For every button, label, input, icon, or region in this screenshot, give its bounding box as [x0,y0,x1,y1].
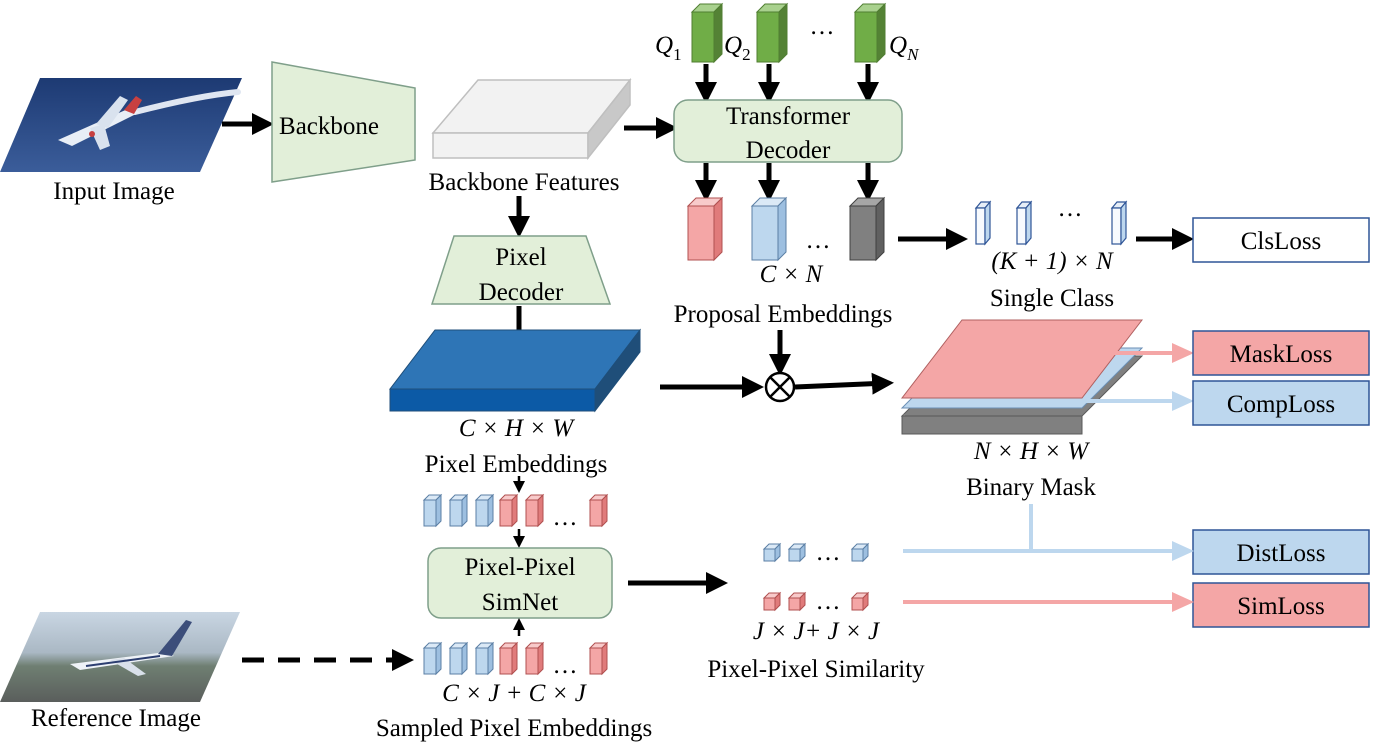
input-image-label: Input Image [53,178,174,205]
jet-silhouette [58,96,142,150]
similarity-blue-row [762,542,870,563]
proposal-pink-cuboid [686,196,724,262]
clsloss-label: ClsLoss [1241,228,1322,255]
transformer-label-line1: Transformer [726,103,851,130]
sampled-cuboid-2 [448,641,469,676]
backbone-block [271,61,416,183]
pixel-cuboid-4 [498,493,519,528]
query-n-cuboid [853,2,887,64]
class-cuboid-2 [1015,200,1033,246]
binary-mask-stack [900,319,1144,435]
distloss-box [1192,529,1370,575]
clsloss-box [1192,217,1370,263]
sim-pink-cuboid-2 [787,591,807,612]
pixel-decoder-label-line2: Decoder [479,279,564,306]
class-cuboid-1 [974,200,992,246]
query-2-label: Q2 [724,32,751,64]
sampled-cuboid-4 [498,641,519,676]
pixel-decoder-block [430,235,612,305]
pixel-dims: C × H × W [459,415,575,442]
similarity-pink-row [762,591,870,612]
query-1-cuboid [690,2,724,64]
sim-blue-cuboid-2 [787,542,807,563]
sampled-ellipsis: … [553,652,578,679]
simnet-label-line2: SimNet [482,589,558,616]
sim-pink-cuboid-3 [850,591,870,612]
single-class-cuboids [974,200,1128,246]
proposal-cuboids [686,196,886,262]
sampled-dims: C × J + C × J [442,680,588,707]
proposal-blue-cuboid [750,196,788,262]
transformer-label-line2: Decoder [746,137,831,164]
query-cuboids [690,2,887,64]
sim-pink-cuboid-1 [762,591,782,612]
pixel-cuboid-3 [474,493,495,528]
mask-dims: N × H × W [973,438,1090,465]
similarity-dims: J × J+ J × J [753,618,881,645]
pixel-cuboid-6 [588,493,609,528]
class-cuboid-n [1110,200,1128,246]
sim-blue-cuboid-1 [762,542,782,563]
proposal-dims: C × N [760,261,824,288]
airliner-silhouette [70,620,192,676]
transformer-decoder-block [673,99,903,163]
sim-row2-ellipsis: … [816,588,841,615]
binary-mask-label: Binary Mask [966,474,1096,501]
class-ellipsis: … [1058,195,1083,222]
sampled-embeddings-label: Sampled Pixel Embeddings [376,715,652,742]
backbone-features-slab [431,77,632,161]
single-class-label: Single Class [990,285,1114,312]
pixel-cuboid-1 [422,493,443,528]
sim-blue-cuboid-3 [850,542,870,563]
pixel-decoder-label-line1: Pixel [495,244,546,271]
product-operator [764,371,796,403]
query-n-label: QN [889,32,920,64]
proposal-ellipsis: … [806,227,831,254]
comploss-label: CompLoss [1227,391,1335,418]
backbone-features-label: Backbone Features [429,169,620,196]
pixel-embeddings-slab [388,328,642,413]
simnet-label-line1: Pixel-Pixel [464,554,575,581]
queries-ellipsis: … [810,13,835,40]
pixel-similarity-label: Pixel-Pixel Similarity [707,656,925,683]
sampled-cuboid-1 [422,641,443,676]
pixel-cuboid-row [422,493,609,528]
maskloss-label: MaskLoss [1230,341,1333,368]
sampled-cuboid-5 [524,641,545,676]
sampled-cuboid-6 [588,641,609,676]
proposal-embeddings-label: Proposal Embeddings [674,301,893,328]
maskloss-box [1192,330,1370,376]
input-image [0,78,242,172]
class-dims: (K + 1) × N [991,248,1114,275]
pixel-embeddings-label: Pixel Embeddings [425,451,608,478]
proposal-gray-cuboid [848,196,886,262]
sampled-cuboid-3 [474,641,495,676]
comploss-box [1192,380,1370,426]
sampled-cuboid-row [422,641,609,676]
distloss-label: DistLoss [1237,540,1326,567]
pixel-cuboid-2 [448,493,469,528]
arrow-product-to-mask [794,372,894,395]
simloss-label: SimLoss [1237,593,1325,620]
query-1-label: Q1 [655,32,682,64]
sim-row1-ellipsis: … [816,539,841,566]
reference-image-label: Reference Image [31,705,201,732]
backbone-label: Backbone [279,113,379,140]
reference-image [0,612,240,702]
pixel-row-ellipsis: … [553,504,578,531]
query-2-cuboid [755,2,789,64]
pixel-cuboid-5 [524,493,545,528]
